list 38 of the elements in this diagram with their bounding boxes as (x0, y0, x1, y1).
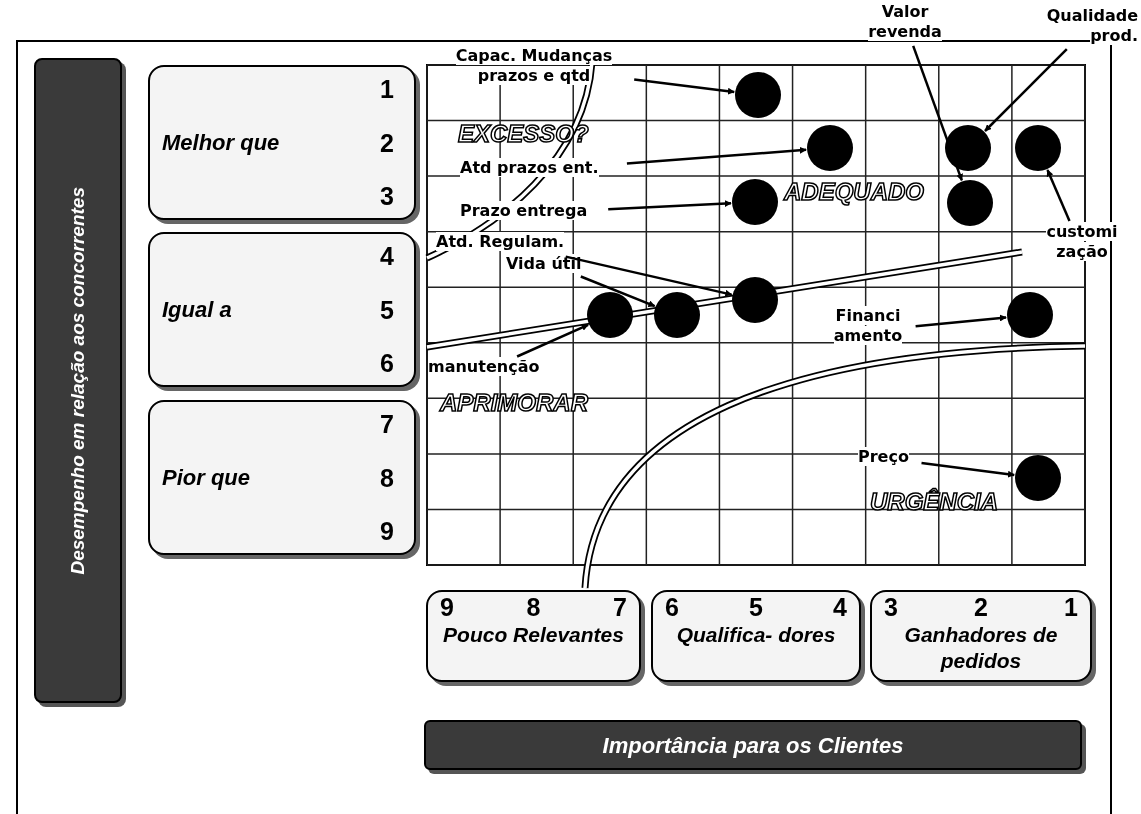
leader-arrow (626, 146, 807, 165)
leader-arrow (565, 255, 733, 297)
category-label: Qualifica- dores (676, 622, 836, 648)
leader-arrow (608, 200, 732, 211)
scale-number: 9 (440, 592, 454, 622)
scale-number: 7 (613, 592, 627, 622)
leader-arrow (580, 275, 656, 308)
scale-number: 6 (380, 348, 394, 379)
scale-number: 6 (665, 592, 679, 622)
leader-arrow (915, 314, 1007, 328)
category-label: Pouco Relevantes (443, 622, 624, 648)
scale-number: 5 (380, 294, 394, 326)
leader-arrow (912, 45, 963, 182)
leader-arrow (634, 78, 735, 95)
scale-number: 3 (884, 592, 898, 622)
leader-arrow (516, 323, 589, 358)
scale-number: 4 (380, 241, 394, 272)
scale-number: 5 (749, 592, 763, 622)
category-label: Melhor que (162, 129, 280, 157)
scale-number: 8 (526, 592, 541, 622)
category-label: Pior que (162, 464, 250, 492)
factor-label: customi zação (1026, 222, 1138, 278)
scale-number: 4 (833, 592, 847, 622)
leader-arrow (921, 461, 1015, 478)
axis-title: Importância para os Clientes (602, 731, 904, 760)
scale-number: 2 (380, 127, 394, 159)
scale-number: 3 (380, 181, 394, 212)
category-label: Ganhadores de pedidos (903, 622, 1059, 674)
scale-number: 1 (1064, 592, 1078, 622)
scale-number: 2 (974, 592, 988, 622)
scale-number: 1 (380, 74, 394, 105)
scale-number: 7 (380, 409, 394, 440)
leader-arrow (984, 48, 1068, 132)
category-label: Igual a (162, 296, 232, 324)
scale-number: 8 (380, 462, 394, 494)
scale-number: 9 (380, 516, 394, 547)
axis-title: Desempenho em relação aos concorrentes (65, 186, 89, 575)
leader-arrow (1046, 169, 1071, 222)
